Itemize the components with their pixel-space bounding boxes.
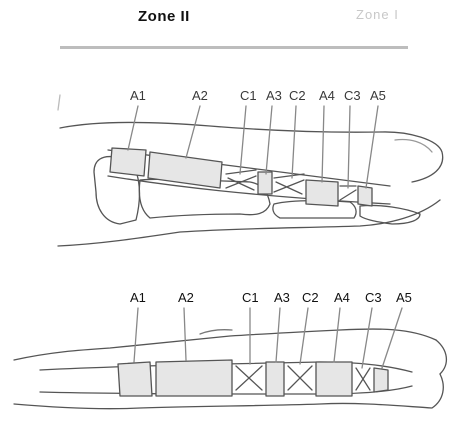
pulley-a1 bbox=[110, 148, 146, 176]
palmar-finger-view bbox=[14, 308, 446, 409]
palmar-pulley-a1 bbox=[118, 362, 152, 396]
palmar-pulley-a2 bbox=[156, 360, 232, 396]
outer-upper bbox=[14, 329, 436, 360]
distal-phalanx bbox=[360, 205, 420, 224]
lateral-finger-view bbox=[58, 95, 443, 246]
leader-b-a3 bbox=[276, 308, 280, 362]
palmar-pulley-c1 bbox=[236, 366, 262, 390]
tip-curve bbox=[436, 340, 446, 374]
leader-c1 bbox=[240, 106, 246, 174]
palmar-pulley-c3 bbox=[356, 368, 370, 390]
pulley-a3 bbox=[258, 172, 272, 194]
leader-b-c2 bbox=[300, 308, 308, 364]
palmar-pulley-a4 bbox=[316, 362, 352, 396]
nail-outline bbox=[395, 140, 432, 153]
palmar-pulley-a5 bbox=[374, 368, 388, 392]
pulley-a5 bbox=[358, 186, 372, 206]
leader-a2 bbox=[186, 106, 200, 158]
leader-b-a2 bbox=[184, 308, 186, 360]
leader-b-a4 bbox=[334, 308, 340, 362]
pulley-a4 bbox=[306, 180, 338, 206]
leader-a3 bbox=[266, 106, 272, 174]
leader-a4 bbox=[322, 106, 324, 182]
leader-a1 bbox=[128, 106, 138, 150]
palmar-pulley-c2 bbox=[288, 366, 312, 390]
pulley-a2 bbox=[148, 152, 222, 188]
outer-fold bbox=[200, 330, 232, 334]
leader-b-a5 bbox=[382, 308, 402, 368]
pulley-c1 bbox=[226, 170, 256, 190]
leader-b-a1 bbox=[134, 308, 138, 362]
leader-a5 bbox=[366, 106, 378, 188]
pulley-c2 bbox=[274, 174, 304, 194]
leader-c3 bbox=[348, 106, 350, 188]
edge-mark bbox=[58, 95, 60, 110]
leader-b-c3 bbox=[362, 308, 372, 368]
leader-c2 bbox=[292, 106, 296, 178]
palmar-pulley-a3 bbox=[266, 362, 284, 396]
